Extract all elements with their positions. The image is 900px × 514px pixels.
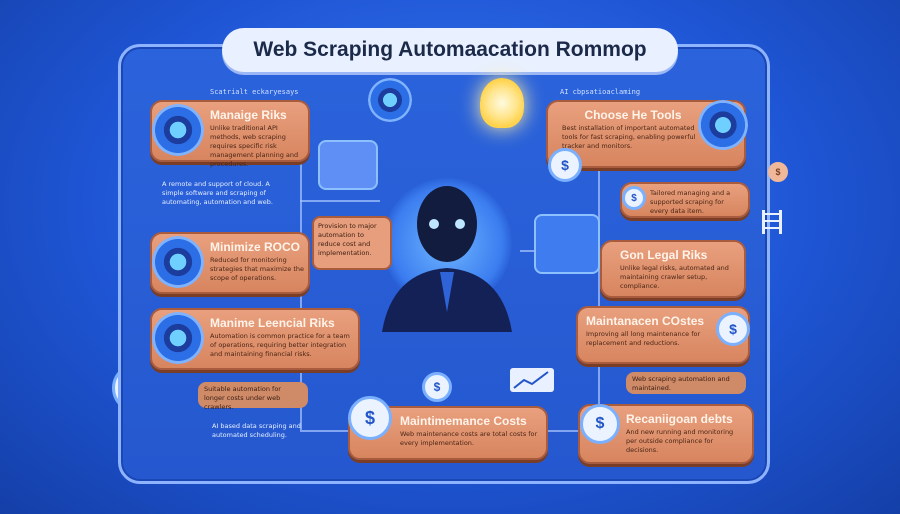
note-right-low: Web scraping automation and maintained. <box>626 372 746 394</box>
browser-window-icon <box>534 214 600 274</box>
card-title: Manaige Riks <box>210 108 287 122</box>
subtitle-right: AI cbpsatioaclaming <box>560 88 641 96</box>
dollar-coin-icon: $ <box>422 372 452 402</box>
lightbulb-icon <box>480 78 524 128</box>
note-left-low: AI based data scraping and automated sch… <box>212 422 301 439</box>
card-title: Recaniigoan debts <box>626 412 733 426</box>
connector-line <box>598 130 600 430</box>
card-title: Minimize ROCO <box>210 240 301 254</box>
gear-icon <box>152 236 204 288</box>
card-text: Improving all long maintenance for repla… <box>586 330 701 347</box>
card-text: Tailored managing and a supported scrapi… <box>650 189 731 215</box>
dollar-coin-icon: $ <box>348 396 392 440</box>
gear-icon <box>152 312 204 364</box>
card-text: And new running and monitoring per outsi… <box>626 428 734 454</box>
card-text: Unlike traditional API methods, web scra… <box>210 124 299 168</box>
card-text: Web maintenance costs are total costs fo… <box>400 430 538 447</box>
card-title: Maintanacen COstes <box>586 314 705 328</box>
card-title: Maintimemance Costs <box>400 414 527 428</box>
robot-screen-icon <box>318 140 378 190</box>
dollar-coin-icon: $ <box>580 404 620 444</box>
card-text: Reduced for monitoring strategies that m… <box>210 256 305 282</box>
card-title: Gon Legal Riks <box>620 248 708 262</box>
gear-icon <box>698 100 748 150</box>
note-left-bottom: Suitable automation for longer costs und… <box>198 382 308 411</box>
card-text: Best installation of important automated… <box>562 124 696 150</box>
note-center-box: Provision to major automation to reduce … <box>312 216 392 270</box>
dollar-coin-icon: $ <box>548 148 582 182</box>
dollar-coin-icon: $ <box>622 186 646 210</box>
page-title: Web Scraping Automaacation Rommop <box>222 28 678 72</box>
note-left-top: A remote and support of cloud. A simple … <box>162 180 273 206</box>
gear-icon <box>152 104 204 156</box>
card-title: Choose He Tools <box>584 108 682 122</box>
connector-line <box>300 200 380 202</box>
gear-icon <box>368 78 412 122</box>
trend-chart-icon <box>510 368 554 392</box>
dollar-coin-small-icon: $ <box>768 162 788 182</box>
ai-figure-icon <box>382 186 512 332</box>
card-text: Unlike legal risks, automated and mainta… <box>620 264 729 290</box>
card-title: Manime Leencial Riks <box>210 316 335 330</box>
card-legal-risks: Gon Legal Riks Unlike legal risks, autom… <box>600 240 746 298</box>
card-text: Automation is common practice for a team… <box>210 332 350 358</box>
subtitle-left: Scatrialt eckaryesays <box>210 88 299 96</box>
dollar-coin-icon: $ <box>716 312 750 346</box>
ladder-icon <box>762 210 782 234</box>
